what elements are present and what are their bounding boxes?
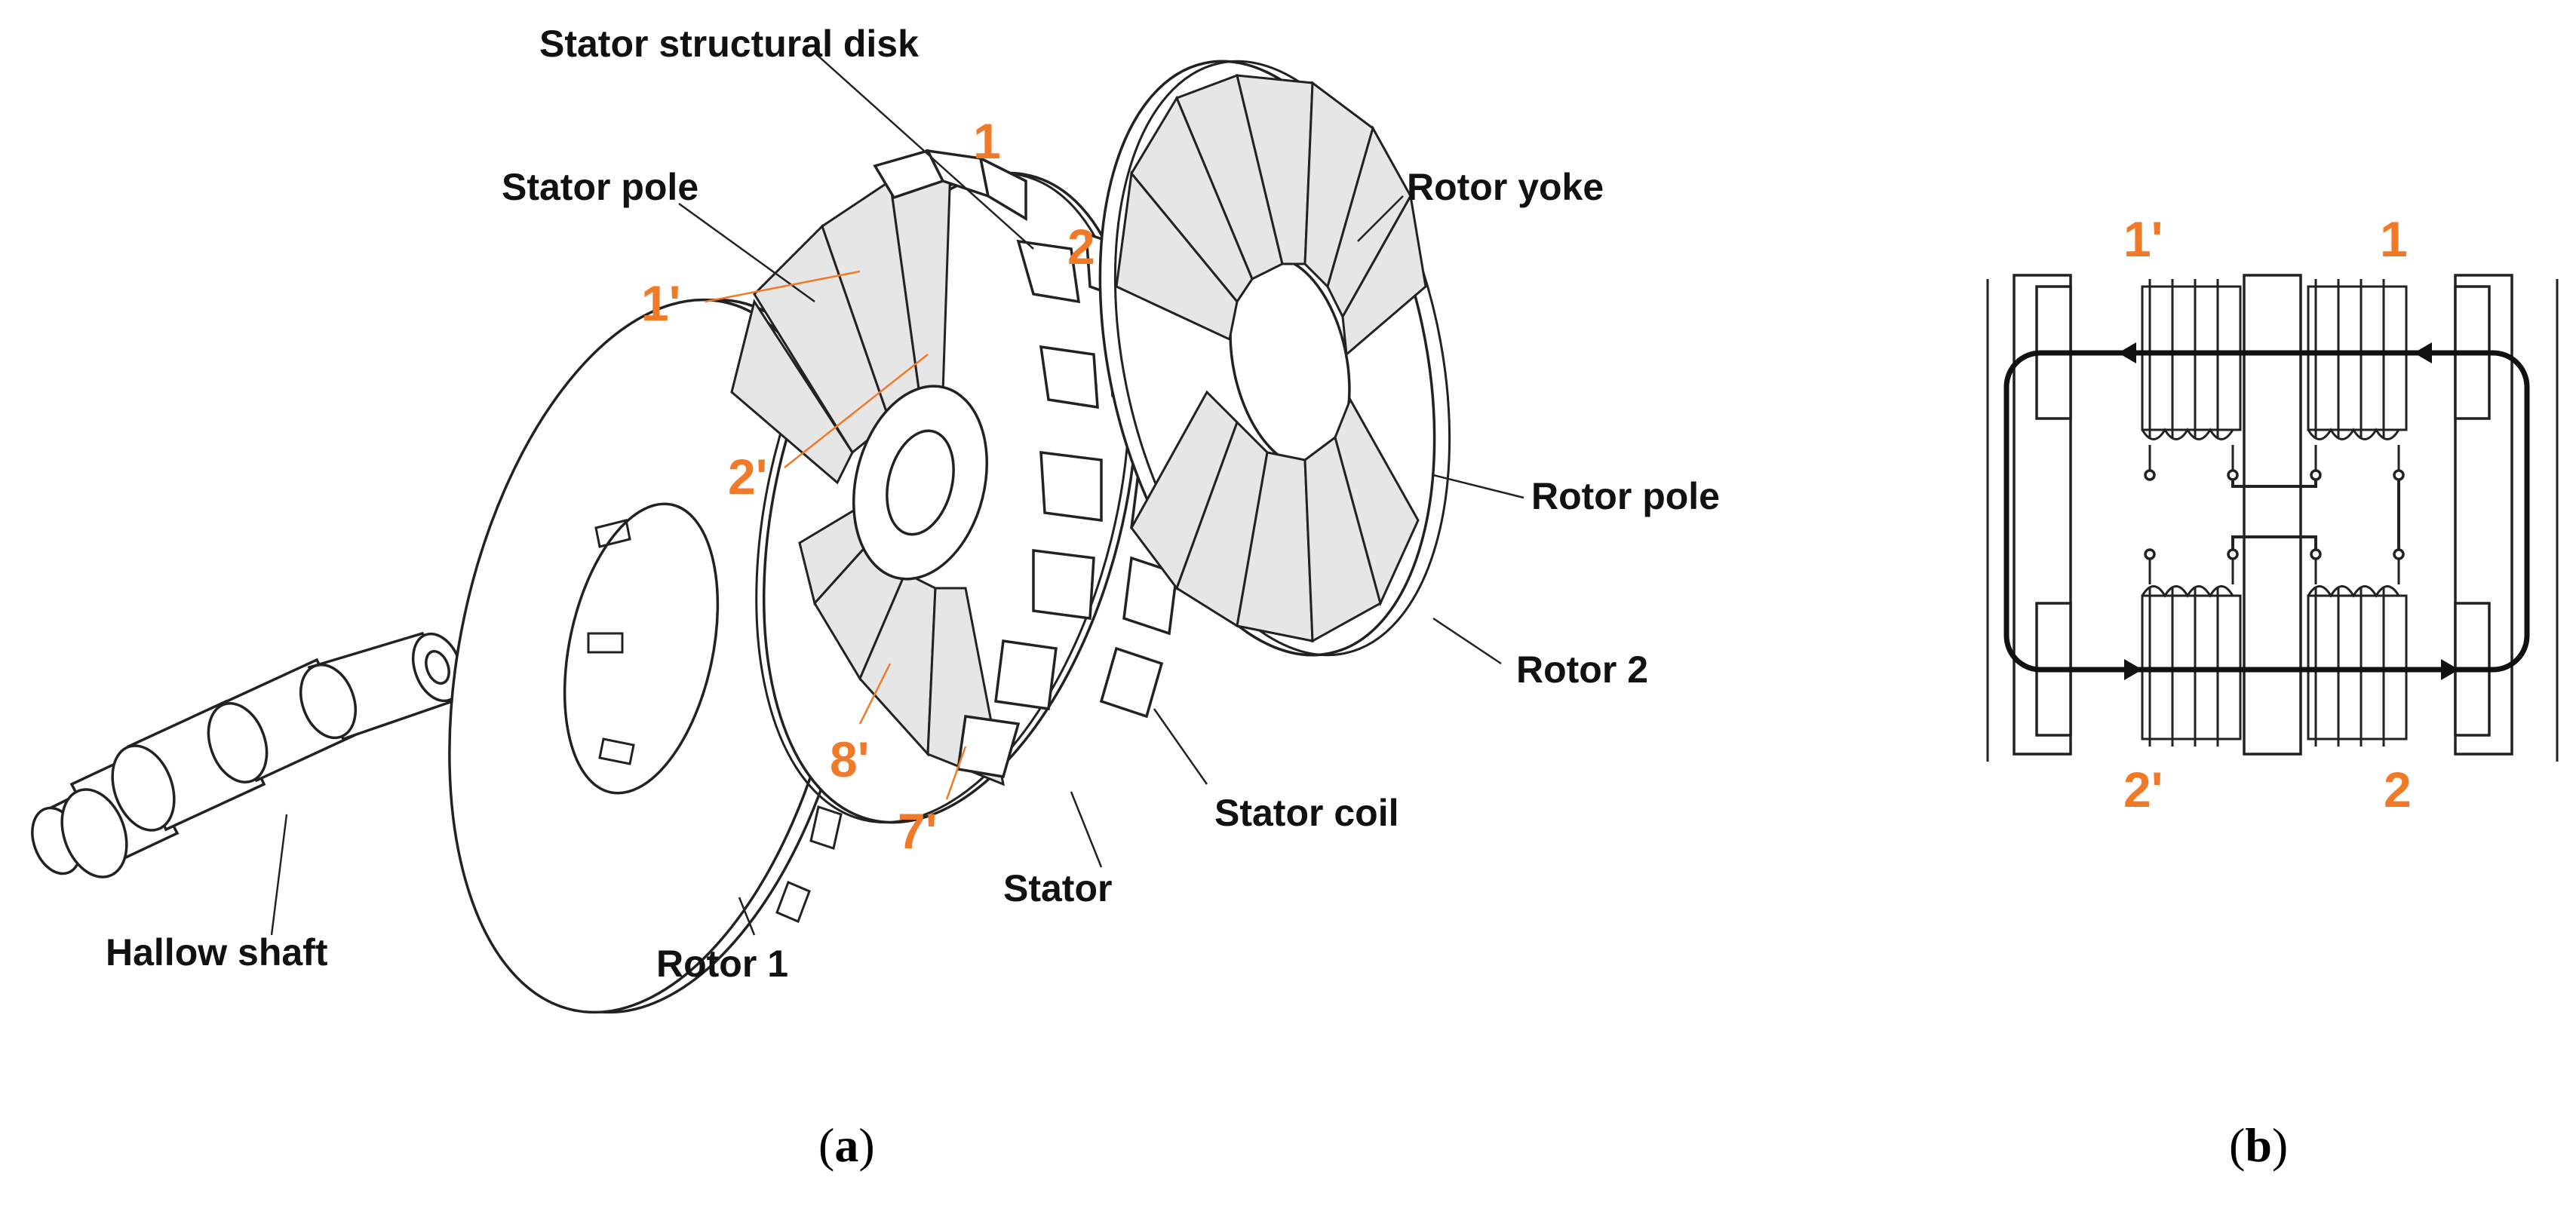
label-stator-coil: Stator coil — [1214, 792, 1399, 834]
coil-number-1-prime: 1' — [641, 275, 680, 331]
rotor-2-poles — [1115, 73, 1427, 643]
panel-b-flux-schematic: 1' 1 2' 2 (b) — [1986, 211, 2559, 1172]
b-coil-number-1: 1 — [2380, 211, 2408, 267]
label-rotor-2: Rotor 2 — [1516, 648, 1648, 691]
rotor-2-drawing — [1098, 60, 1451, 657]
flux-arrow-top-left — [2118, 342, 2136, 363]
b-coil-number-2-prime: 2' — [2123, 762, 2163, 817]
coil-number-1: 1 — [973, 113, 1001, 169]
b-coil-number-2: 2 — [2384, 762, 2412, 817]
flux-arrow-bottom-right — [2441, 659, 2459, 680]
rotor-1-drawing — [448, 298, 870, 1014]
stator-assembly-drawing — [730, 149, 1178, 824]
caption-b: (b) — [2229, 1118, 2288, 1172]
coil-2-prime-winding — [2141, 548, 2242, 747]
label-hallow-shaft: Hallow shaft — [106, 931, 328, 974]
leader-lines — [270, 52, 1524, 936]
coil-1-prime-winding — [2141, 279, 2242, 481]
coil-1-winding — [2307, 279, 2408, 481]
label-rotor-1: Rotor 1 — [656, 943, 788, 985]
hollow-shaft-drawing — [31, 631, 464, 878]
flux-arrow-bottom-left — [2124, 659, 2142, 680]
coil-number-2: 2 — [1067, 219, 1095, 274]
panel-a-exploded-view: Stator structural disk Stator pole Rotor… — [31, 23, 1720, 1172]
label-stator: Stator — [1003, 867, 1112, 909]
coil-number-8-prime: 8' — [830, 731, 869, 787]
label-rotor-pole: Rotor pole — [1531, 475, 1720, 517]
b-coil-number-1-prime: 1' — [2123, 211, 2163, 267]
stator-center-block — [2243, 274, 2302, 756]
caption-a: (a) — [818, 1118, 875, 1172]
coil-connection-top — [2231, 480, 2317, 488]
coil-number-7-prime: 7' — [898, 803, 937, 859]
flux-arrow-top-right — [2414, 342, 2432, 363]
flux-path-loop — [2003, 350, 2530, 673]
coil-2-winding — [2307, 548, 2408, 747]
label-stator-structural-disk: Stator structural disk — [539, 23, 919, 65]
label-rotor-yoke: Rotor yoke — [1407, 166, 1604, 208]
coil-number-2-prime: 2' — [728, 449, 767, 504]
label-stator-pole: Stator pole — [502, 166, 698, 208]
coil-connection-bottom — [2231, 535, 2317, 550]
